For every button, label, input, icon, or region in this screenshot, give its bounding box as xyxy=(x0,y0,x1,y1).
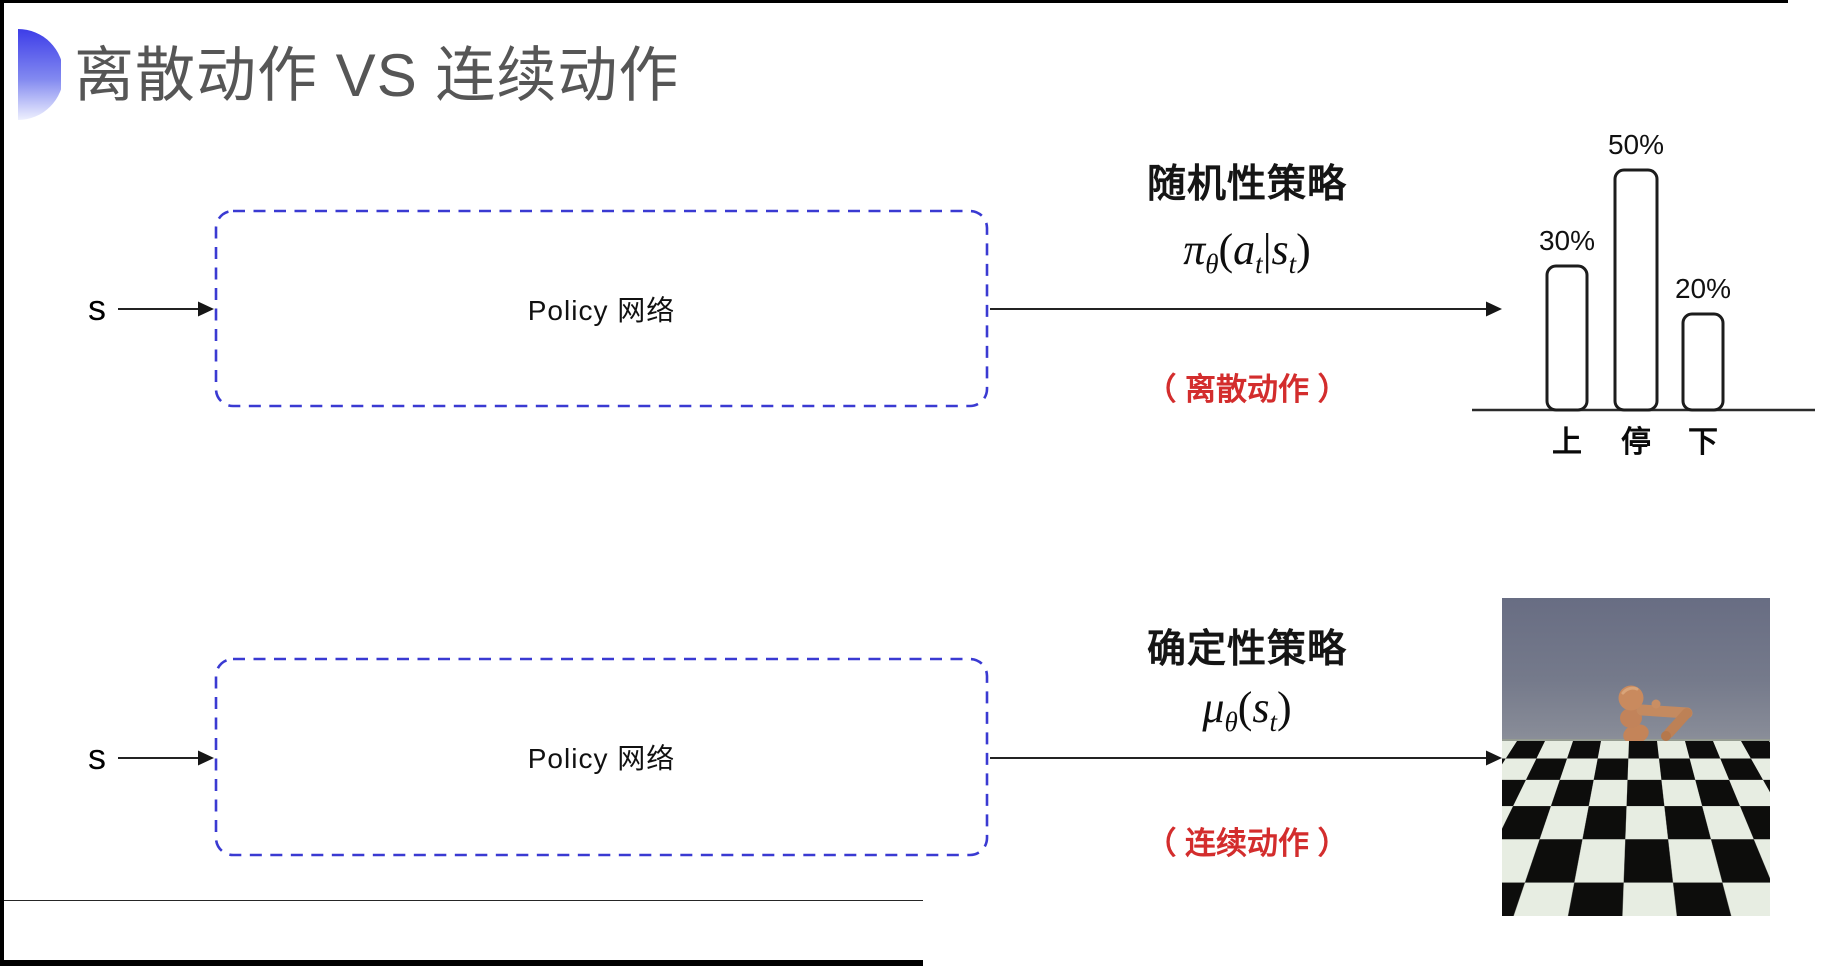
dashed-border xyxy=(214,209,989,408)
title-bullet-half-disc xyxy=(18,29,61,120)
policy-network-box-top: Policy 网络 xyxy=(214,209,989,408)
discrete-action-note: （ 离散动作 ） xyxy=(1145,372,1349,407)
slide-title: 离散动作 VS 连续动作 xyxy=(74,42,680,109)
bar-chart-svg: 30% 上 50% 停 20% 下 xyxy=(1472,129,1815,459)
bottom-hairline xyxy=(0,900,923,901)
continuous-action-note: （ 连续动作 ） xyxy=(1145,826,1349,861)
stochastic-policy-formula: πθ(at|st) xyxy=(1183,225,1311,279)
stochastic-policy-title: 随机性策略 xyxy=(1146,163,1347,206)
svg-text:20%: 20% xyxy=(1675,273,1731,304)
svg-text:上: 上 xyxy=(1552,426,1582,459)
arrow-state-to-policy-bottom xyxy=(118,750,214,766)
bottom-edge-bar xyxy=(0,960,923,966)
left-edge-bar xyxy=(0,0,4,966)
svg-text:50%: 50% xyxy=(1608,129,1664,160)
arrow-state-to-policy-top xyxy=(118,301,214,317)
action-probability-bar-chart: 30% 上 50% 停 20% 下 xyxy=(1470,105,1820,460)
svg-text:30%: 30% xyxy=(1539,225,1595,256)
top-edge-bar xyxy=(0,0,1788,3)
svg-text:下: 下 xyxy=(1688,426,1718,459)
state-input-label-bottom: s xyxy=(88,736,106,777)
arrow-policy-to-output-top xyxy=(990,301,1502,317)
deterministic-policy-formula: μθ(st) xyxy=(1202,683,1292,737)
dashed-border xyxy=(214,657,989,857)
policy-network-box-bottom: Policy 网络 xyxy=(214,657,989,857)
arrow-policy-to-output-bottom xyxy=(990,750,1502,766)
deterministic-policy-title: 确定性策略 xyxy=(1146,628,1347,671)
policy-network-label-bottom: Policy 网络 xyxy=(527,743,676,774)
humanoid-simulation-image xyxy=(1502,598,1770,916)
state-input-label-top: s xyxy=(88,287,106,328)
humanoid-figure xyxy=(1590,685,1693,859)
policy-network-label-top: Policy 网络 xyxy=(527,294,676,326)
svg-text:停: 停 xyxy=(1621,426,1651,459)
